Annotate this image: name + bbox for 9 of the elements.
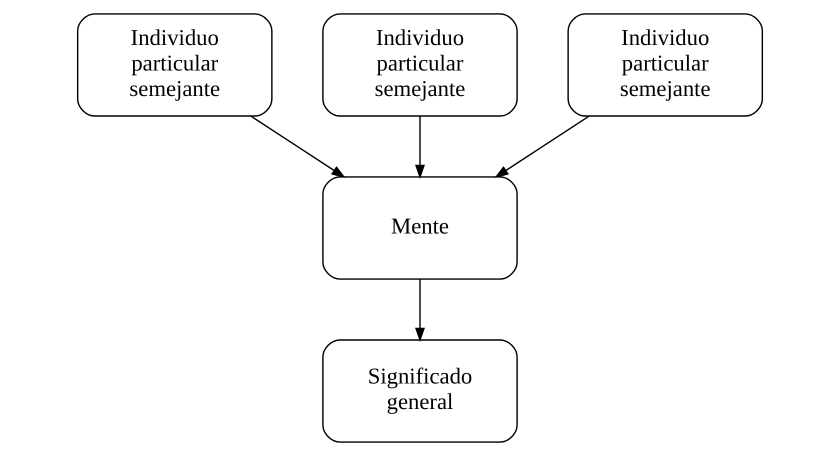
node-box: Individuo particular semejante bbox=[76, 13, 273, 117]
node-box: Individuo particular semejante bbox=[322, 13, 518, 117]
node-box: Individuo particular semejante bbox=[567, 13, 764, 117]
arrow bbox=[250, 116, 346, 178]
arrow bbox=[415, 279, 425, 342]
arrow bbox=[494, 116, 590, 178]
node-box: Significado general bbox=[322, 339, 518, 443]
arrow bbox=[415, 116, 425, 179]
node-box: Mente bbox=[322, 176, 518, 280]
